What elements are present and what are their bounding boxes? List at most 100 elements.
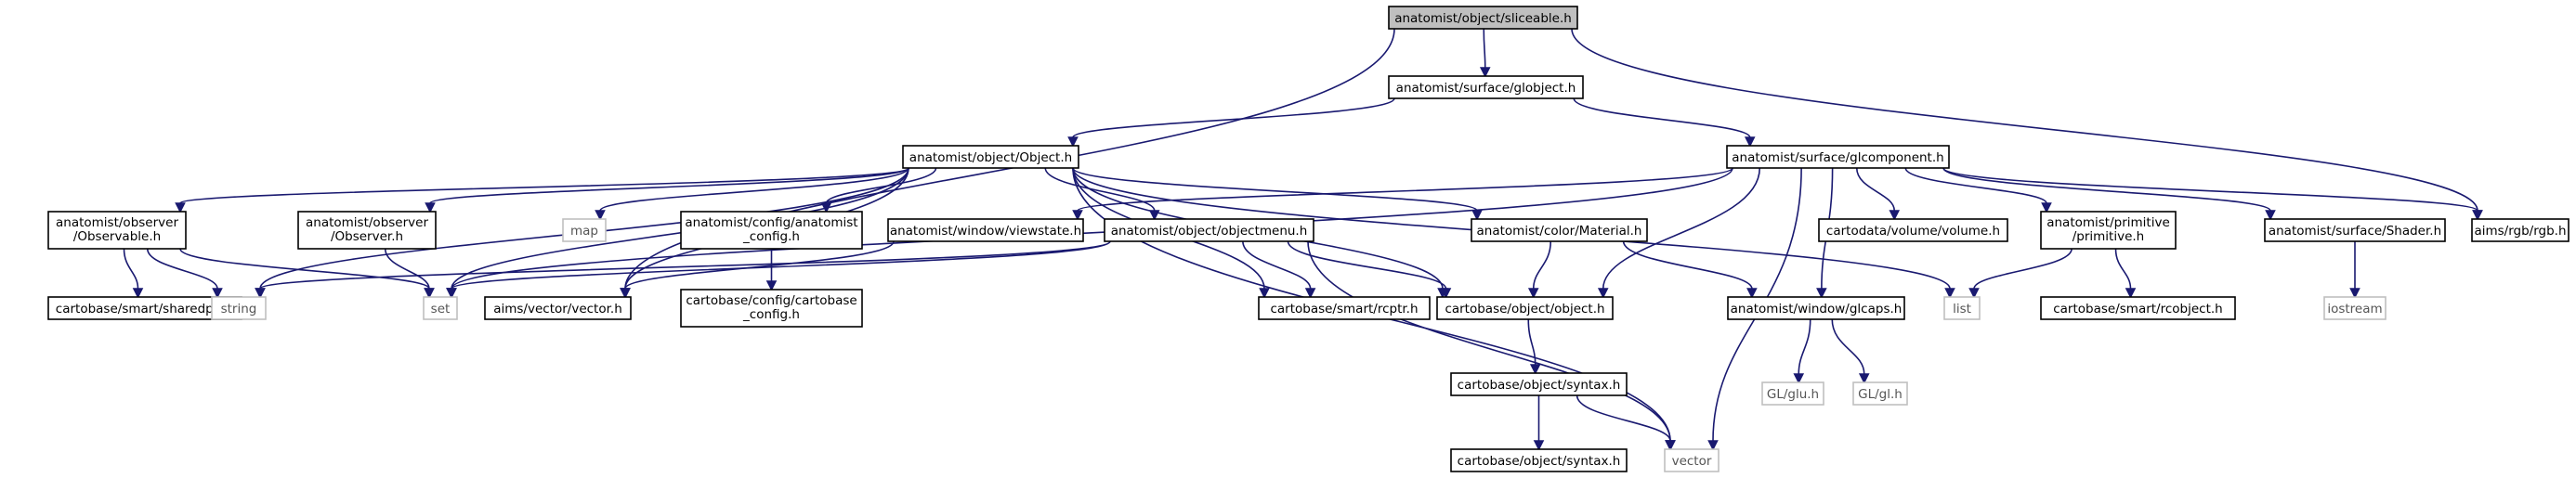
graph-node-label: cartobase/smart/sharedptr.h xyxy=(56,302,234,317)
dependency-arrow xyxy=(1527,240,1552,299)
graph-node[interactable]: anatomist/surface/Shader.h xyxy=(2264,218,2446,242)
graph-node[interactable]: anatomist/object/Object.h xyxy=(902,145,1079,169)
dependency-arrow xyxy=(595,167,909,221)
graph-node[interactable]: cartobase/smart/rcptr.h xyxy=(1258,296,1431,320)
graph-node-box xyxy=(680,211,863,250)
graph-node[interactable]: anatomist/window/glcaps.h xyxy=(1727,296,1905,320)
graph-node[interactable]: anatomist/surface/glcomponent.h xyxy=(1726,145,1950,169)
graph-node-box xyxy=(1727,296,1905,320)
graph-node-label: anatomist/surface/globject.h xyxy=(1396,81,1576,96)
graph-node[interactable]: anatomist/object/objectmenu.h xyxy=(1104,218,1314,242)
graph-node-box xyxy=(2323,296,2386,320)
graph-node[interactable]: cartobase/object/syntax.h xyxy=(1450,448,1628,472)
graph-node-box xyxy=(2264,218,2446,242)
graph-node-box xyxy=(1852,381,1908,406)
dependency-arrow xyxy=(1072,167,1733,221)
graph-node-label: _config.h xyxy=(742,307,800,322)
dependency-arrow xyxy=(1622,240,1758,299)
dependency-arrow xyxy=(2349,240,2360,299)
graph-node-box xyxy=(1388,75,1584,99)
graph-node[interactable]: anatomist/window/viewstate.h xyxy=(887,218,1084,242)
graph-node[interactable]: aims/rgb/rgb.h xyxy=(2471,218,2569,242)
graph-node[interactable]: cartobase/object/syntax.h xyxy=(1450,372,1628,396)
dependency-arrow xyxy=(1855,167,1901,221)
graph-node-label: anatomist/object/sliceable.h xyxy=(1394,11,1572,26)
graph-node[interactable]: cartobase/config/cartobase_config.h xyxy=(680,289,863,328)
graph-node[interactable]: cartobase/smart/rcobject.h xyxy=(2040,296,2236,320)
graph-node[interactable]: cartodata/volume/volume.h xyxy=(1818,218,2008,242)
graph-node-label: anatomist/window/glcaps.h xyxy=(1731,302,1903,317)
graph-node[interactable]: anatomist/object/sliceable.h xyxy=(1388,6,1578,30)
dependency-arrow xyxy=(1527,318,1541,375)
graph-node-label: anatomist/color/Material.h xyxy=(1477,224,1642,239)
dependency-arrow xyxy=(1904,167,2052,213)
dependency-arrow xyxy=(1067,97,1395,148)
dependency-arrow xyxy=(1597,167,1761,299)
graph-node-box xyxy=(1761,381,1824,406)
graph-node-label: cartobase/object/syntax.h xyxy=(1458,378,1621,393)
graph-node-label: cartobase/config/cartobase xyxy=(686,293,856,308)
dependency-arrow xyxy=(820,167,937,213)
graph-node-label: aims/vector/vector.h xyxy=(493,302,622,317)
graph-node-label: /primitive.h xyxy=(2073,229,2145,244)
graph-node[interactable]: aims/vector/vector.h xyxy=(484,296,632,320)
dependency-arrow xyxy=(425,167,909,213)
graph-node-box xyxy=(1104,218,1314,242)
graph-node-box xyxy=(1471,218,1648,242)
graph-node: list xyxy=(1943,296,1981,320)
dependency-arrow xyxy=(2114,248,2137,299)
graph-node-label: iostream xyxy=(2327,302,2382,317)
graph-node[interactable]: cartobase/object/object.h xyxy=(1436,296,1614,320)
graph-node-box xyxy=(2471,218,2569,242)
graph-node: GL/glu.h xyxy=(1761,381,1824,406)
graph-node-box xyxy=(47,211,187,250)
dependency-arrow xyxy=(1533,394,1545,451)
dependency-arrow xyxy=(146,248,223,299)
graph-node-label: cartodata/volume/volume.h xyxy=(1826,224,2000,239)
graph-node[interactable]: cartobase/smart/sharedptr.h xyxy=(47,296,242,320)
graph-node-box xyxy=(1450,372,1628,396)
graph-node-box xyxy=(1258,296,1431,320)
graph-node[interactable]: anatomist/primitive/primitive.h xyxy=(2040,211,2177,250)
dependency-arrow xyxy=(1573,97,1756,148)
graph-node[interactable]: anatomist/observer/Observable.h xyxy=(47,211,187,250)
graph-node-label: anatomist/config/anatomist xyxy=(685,215,857,230)
graph-node-box xyxy=(423,296,458,320)
dependency-arrow xyxy=(765,248,778,291)
graph-node-label: /Observable.h xyxy=(73,229,161,244)
graph-node-label: anatomist/window/viewstate.h xyxy=(890,224,1081,239)
graph-node: GL/gl.h xyxy=(1852,381,1908,406)
graph-node-label: map xyxy=(570,224,598,239)
graph-node-box xyxy=(1436,296,1614,320)
dependency-arrow xyxy=(620,240,895,299)
graph-node-label: aims/rgb/rgb.h xyxy=(2474,224,2566,239)
dependency-arrow xyxy=(1479,28,1491,78)
dependency-arrow xyxy=(384,248,435,299)
graph-node: set xyxy=(423,296,458,320)
graph-node[interactable]: anatomist/config/anatomist_config.h xyxy=(680,211,863,250)
graph-node-box xyxy=(1943,296,1981,320)
graph-node[interactable]: anatomist/surface/globject.h xyxy=(1388,75,1584,99)
dependency-arrow xyxy=(1576,394,1676,451)
dependency-arrow xyxy=(1242,240,1316,299)
graph-node-label: list xyxy=(1953,302,1971,317)
graph-node-label: cartobase/smart/rcobject.h xyxy=(2053,302,2223,317)
dependency-arrow xyxy=(1942,167,2276,221)
dependency-arrow xyxy=(175,167,909,213)
graph-node-box xyxy=(1388,6,1578,30)
graph-node-label: anatomist/observer xyxy=(306,215,428,230)
graph-node-label: cartobase/smart/rcptr.h xyxy=(1270,302,1418,317)
graph-node-box xyxy=(484,296,632,320)
dependency-arrow xyxy=(1287,240,1452,299)
dependency-arrow xyxy=(255,240,1111,299)
dependency-arrow xyxy=(1793,318,1811,384)
graph-node[interactable]: anatomist/observer/Observer.h xyxy=(297,211,437,250)
graph-node-label: GL/glu.h xyxy=(1767,387,1819,402)
graph-node[interactable]: anatomist/color/Material.h xyxy=(1471,218,1648,242)
dependency-arrow xyxy=(1942,167,2483,221)
graph-node-label: anatomist/object/objectmenu.h xyxy=(1111,224,1308,239)
graph-node-box xyxy=(47,296,242,320)
graph-node-label: set xyxy=(431,302,451,317)
graph-node-label: anatomist/primitive xyxy=(2046,215,2170,230)
